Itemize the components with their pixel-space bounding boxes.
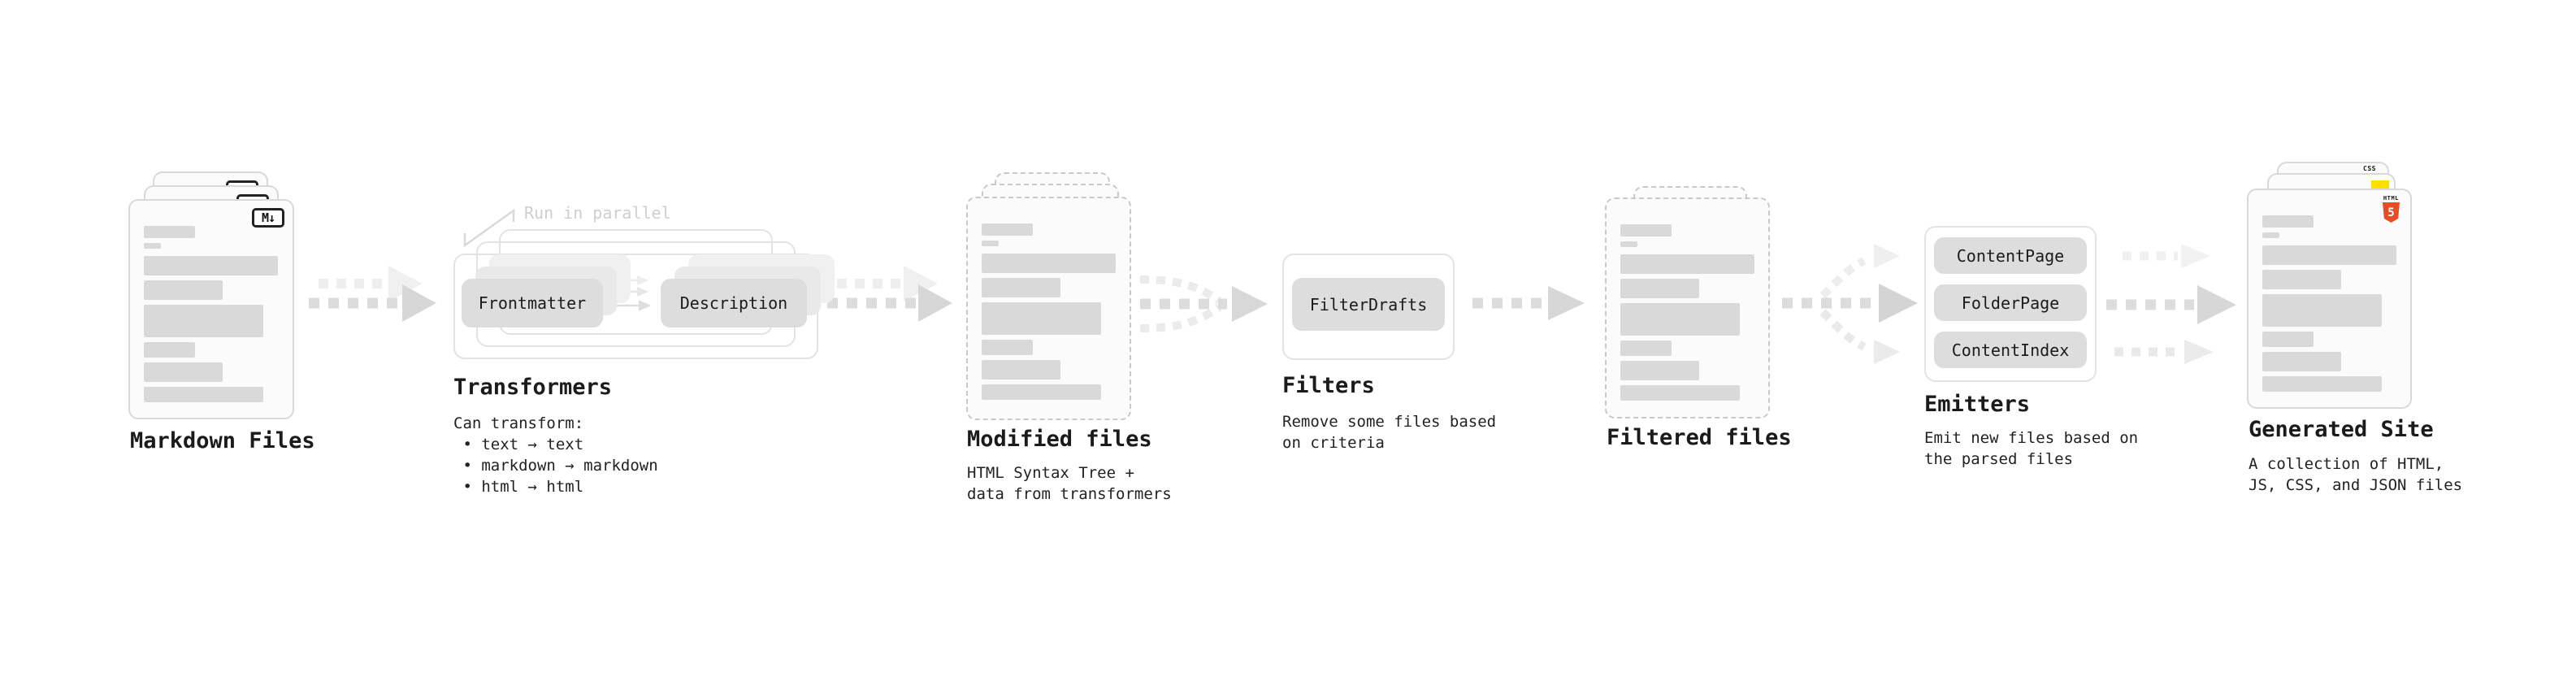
transformers-description: Can transform: • text → text • markdown … xyxy=(453,414,658,496)
modified-files-title: Modified files xyxy=(967,427,1152,452)
folderpage-box: FolderPage xyxy=(1934,284,2087,321)
emitters-title: Emitters xyxy=(1924,392,2031,417)
run-in-parallel-note: Run in parallel xyxy=(524,203,671,223)
placeholder-bar xyxy=(2262,352,2341,371)
placeholder-bar xyxy=(982,241,999,246)
markdown-file-front: M↓ xyxy=(128,199,294,419)
doc-content-placeholder xyxy=(1620,224,1754,401)
placeholder-bar xyxy=(1620,279,1699,298)
arrow-filtered-to-emitters xyxy=(1782,244,1918,364)
contentpage-box: ContentPage xyxy=(1934,237,2087,274)
generated-site-title: Generated Site xyxy=(2249,417,2434,442)
emitters-frame xyxy=(1924,226,2097,382)
filters-description: Remove some files based on criteria xyxy=(1282,413,1497,452)
placeholder-bar xyxy=(1620,361,1699,380)
transformers-title: Transformers xyxy=(453,375,613,400)
html5-icon: HTML 5 xyxy=(2382,195,2400,223)
filtered-files-title: Filtered files xyxy=(1607,425,1792,450)
placeholder-bar xyxy=(982,340,1033,355)
placeholder-bar xyxy=(2262,270,2341,289)
placeholder-bar xyxy=(1620,241,1637,247)
placeholder-bar xyxy=(982,254,1116,273)
markdown-icon: M↓ xyxy=(252,208,284,228)
doc-content-placeholder xyxy=(2262,215,2396,392)
placeholder-bar xyxy=(2262,232,2279,238)
doc-content-placeholder xyxy=(982,223,1116,400)
placeholder-bar xyxy=(144,226,195,238)
filtered-file-front xyxy=(1605,197,1770,419)
generated-file-html: HTML 5 xyxy=(2247,189,2412,409)
filters-frame xyxy=(1282,254,1455,360)
placeholder-bar xyxy=(982,223,1033,236)
placeholder-bar xyxy=(2262,294,2382,327)
js-icon xyxy=(2371,180,2389,189)
placeholder-bar xyxy=(1620,224,1672,236)
placeholder-bar xyxy=(2262,376,2382,392)
placeholder-bar xyxy=(2262,215,2314,228)
filterdrafts-box: FilterDrafts xyxy=(1292,278,1445,331)
placeholder-bar xyxy=(1620,303,1740,336)
arrow-transformers-to-modified xyxy=(827,266,952,322)
placeholder-bar xyxy=(1620,385,1740,401)
placeholder-bar xyxy=(144,243,161,249)
placeholder-bar xyxy=(982,302,1101,335)
arrow-filters-to-filtered xyxy=(1472,286,1585,320)
placeholder-bar xyxy=(2262,332,2314,347)
doc-content-placeholder xyxy=(144,226,279,402)
placeholder-bar xyxy=(144,387,263,402)
placeholder-bar xyxy=(144,256,278,275)
placeholder-bar xyxy=(144,305,263,337)
placeholder-bar xyxy=(1620,254,1754,274)
arrow-markdown-to-transformers xyxy=(309,266,436,322)
description-box: Description xyxy=(661,279,807,327)
frontmatter-box: Frontmatter xyxy=(462,279,603,327)
placeholder-bar xyxy=(144,362,223,382)
contentindex-box: ContentIndex xyxy=(1934,332,2087,368)
placeholder-bar xyxy=(1620,340,1672,356)
placeholder-bar xyxy=(982,278,1060,297)
placeholder-bar xyxy=(982,384,1101,400)
arrow-emitters-to-generated xyxy=(2106,244,2236,364)
placeholder-bar xyxy=(2262,245,2396,265)
placeholder-bar xyxy=(144,280,223,300)
placeholder-bar xyxy=(982,360,1060,380)
modified-files-description: HTML Syntax Tree + data from transformer… xyxy=(967,464,1172,503)
markdown-files-title: Markdown Files xyxy=(130,428,315,453)
placeholder-bar xyxy=(144,342,195,358)
modified-file-front xyxy=(966,197,1131,420)
emitters-description: Emit new files based on the parsed files xyxy=(1924,429,2139,468)
arrow-modified-to-filters xyxy=(1139,275,1268,332)
filters-title: Filters xyxy=(1282,373,1375,398)
generated-site-description: A collection of HTML, JS, CSS, and JSON … xyxy=(2249,455,2463,494)
